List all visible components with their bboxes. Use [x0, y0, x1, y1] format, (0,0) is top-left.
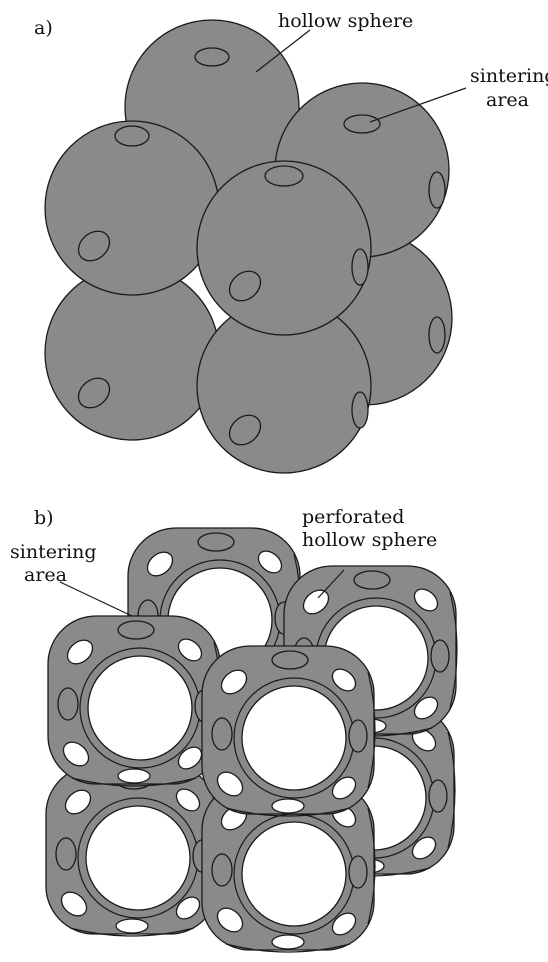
hollow-sphere-leader: [255, 29, 311, 73]
perforated-callout-line1: perforated: [302, 506, 404, 528]
sintering-area-leader-b: [59, 581, 133, 617]
sphere-front-lower: [196, 298, 372, 474]
panel-a: a): [34, 10, 548, 474]
sintering-callout-a-line2: area: [486, 89, 529, 111]
hollow-sphere-callout: hollow sphere: [278, 10, 413, 32]
perforated-sphere-leader: [317, 569, 345, 599]
perforated-callout-line2: hollow sphere: [302, 529, 437, 551]
panel-b: b) perforated hollow sphere sintering ar…: [10, 506, 458, 953]
sphere-front-upper: [196, 160, 372, 336]
perforated-sphere-left-upper: [47, 615, 222, 787]
sintering-callout-b-line2: area: [24, 564, 67, 586]
panel-a-label: a): [34, 17, 53, 39]
sintering-callout-b-line1: sintering: [10, 541, 97, 563]
sintering-callout-a-line1: sintering: [470, 65, 548, 87]
sintering-area-leader-a: [369, 87, 467, 123]
sphere-left-upper: [44, 120, 220, 296]
perforated-sphere-left-lower: [45, 765, 220, 937]
panel-b-label: b): [34, 507, 54, 529]
perforated-sphere-front-upper: [201, 645, 376, 817]
